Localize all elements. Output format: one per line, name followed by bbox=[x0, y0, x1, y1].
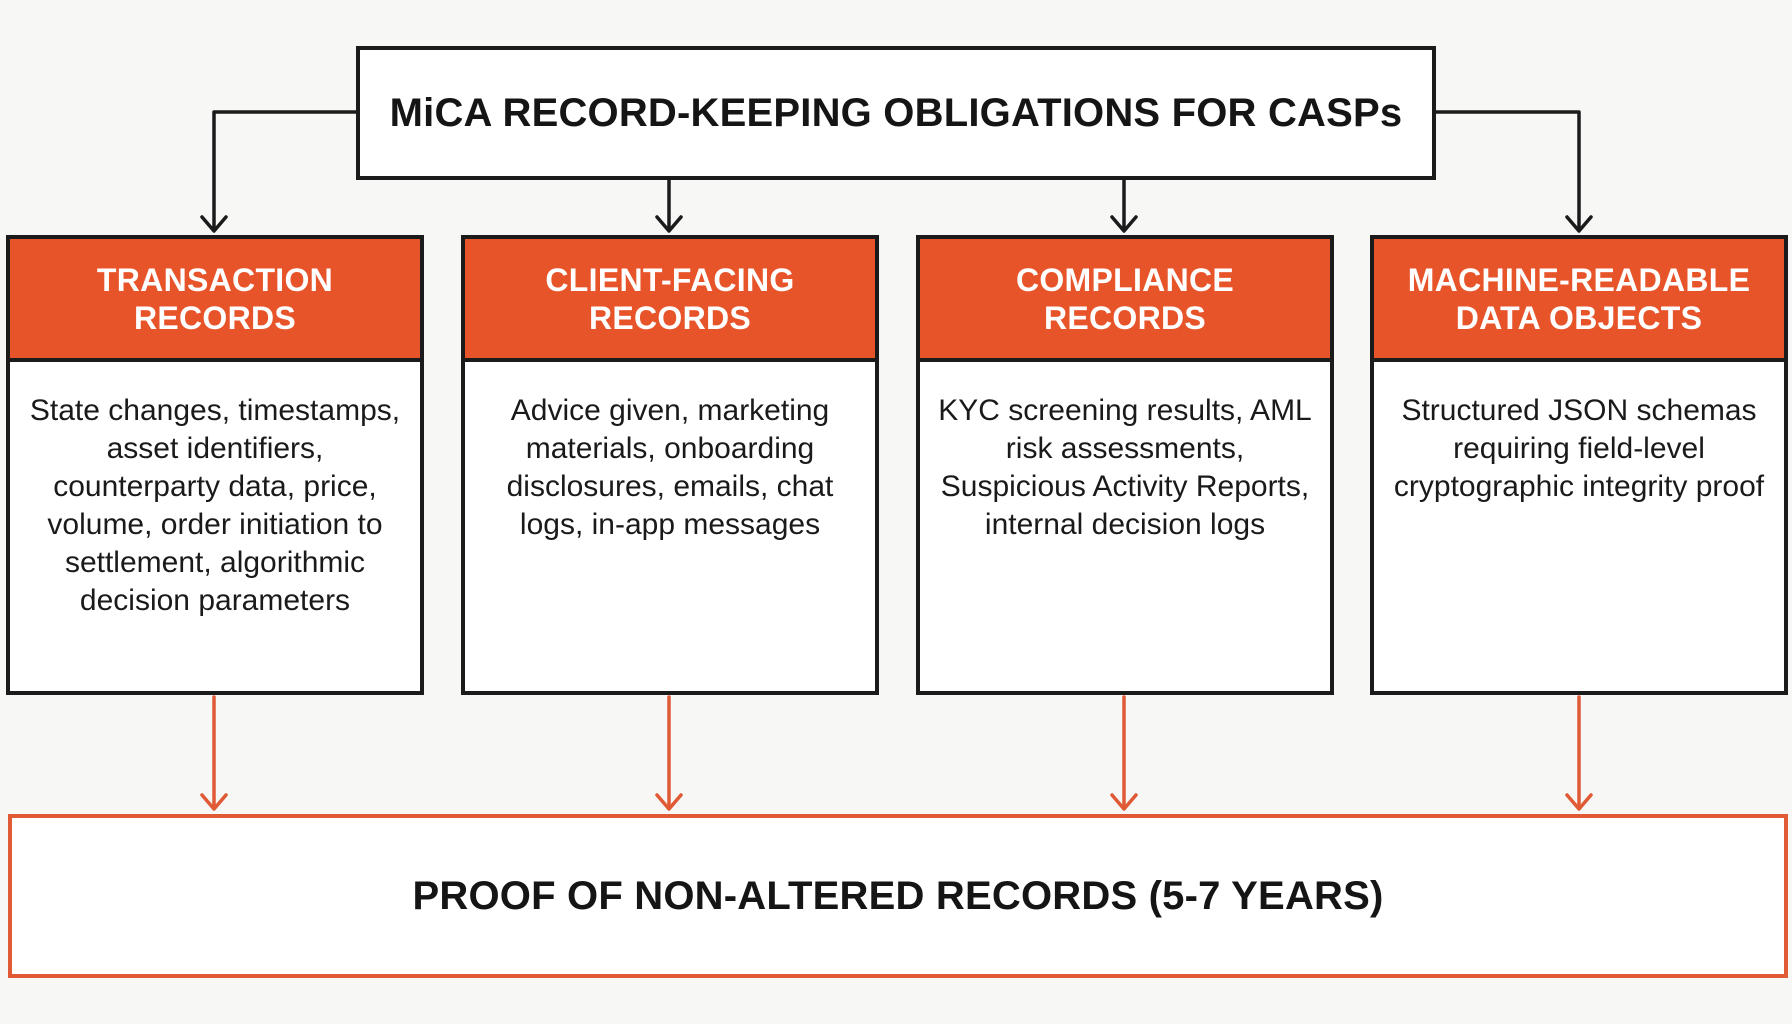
connector-title-to-machine-readable bbox=[1434, 110, 1581, 232]
category-card-machine-readable: MACHINE-READABLE DATA OBJECTS Structured… bbox=[1370, 235, 1788, 695]
card-heading: MACHINE-READABLE DATA OBJECTS bbox=[1407, 261, 1751, 336]
outcome-text: PROOF OF NON-ALTERED RECORDS (5-7 YEARS) bbox=[412, 873, 1384, 918]
category-card-client-facing: CLIENT-FACING RECORDS Advice given, mark… bbox=[461, 235, 879, 695]
card-body: Advice given, marketing materials, onboa… bbox=[465, 362, 875, 544]
arrowhead-transaction bbox=[200, 215, 228, 233]
arrowhead-machine-readable bbox=[1565, 215, 1593, 233]
card-description: Advice given, marketing materials, onboa… bbox=[506, 394, 834, 541]
card-body: KYC screening results, AML risk assessme… bbox=[920, 362, 1330, 544]
card-heading: TRANSACTION RECORDS bbox=[96, 261, 334, 336]
card-header: COMPLIANCE RECORDS bbox=[920, 239, 1330, 362]
card-header: MACHINE-READABLE DATA OBJECTS bbox=[1374, 239, 1784, 362]
diagram-title: MiCA RECORD-KEEPING OBLIGATIONS FOR CASP… bbox=[389, 90, 1403, 135]
card-heading: COMPLIANCE RECORDS bbox=[1015, 261, 1235, 336]
arrowhead-compliance bbox=[1110, 215, 1138, 233]
arrowhead-client-facing bbox=[655, 215, 683, 233]
card-body: State changes, timestamps, asset identif… bbox=[10, 362, 420, 620]
card-header: CLIENT-FACING RECORDS bbox=[465, 239, 875, 362]
card-heading: CLIENT-FACING RECORDS bbox=[545, 261, 795, 336]
category-card-compliance: COMPLIANCE RECORDS KYC screening results… bbox=[916, 235, 1334, 695]
card-description: KYC screening results, AML risk assessme… bbox=[938, 394, 1312, 541]
category-card-transaction: TRANSACTION RECORDS State changes, times… bbox=[6, 235, 424, 695]
card-description: State changes, timestamps, asset identif… bbox=[29, 394, 401, 617]
arrowhead-outcome-1 bbox=[200, 793, 228, 811]
card-header: TRANSACTION RECORDS bbox=[10, 239, 420, 362]
arrowhead-outcome-3 bbox=[1110, 793, 1138, 811]
card-description: Structured JSON schemas requiring field-… bbox=[1393, 394, 1765, 503]
diagram-title-box: MiCA RECORD-KEEPING OBLIGATIONS FOR CASP… bbox=[356, 46, 1436, 180]
outcome-box: PROOF OF NON-ALTERED RECORDS (5-7 YEARS) bbox=[8, 814, 1788, 978]
arrowhead-outcome-2 bbox=[655, 793, 683, 811]
arrowhead-outcome-4 bbox=[1565, 793, 1593, 811]
connector-title-to-transaction bbox=[212, 110, 358, 232]
card-body: Structured JSON schemas requiring field-… bbox=[1374, 362, 1784, 506]
